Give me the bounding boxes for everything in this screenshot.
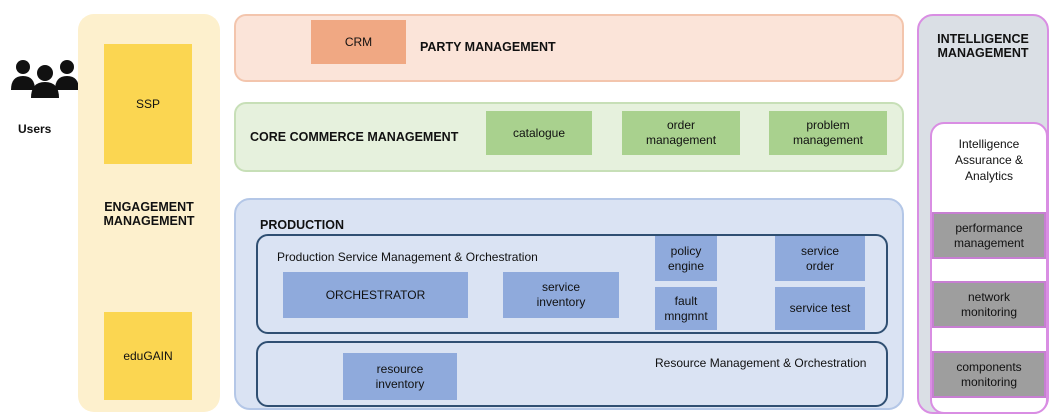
users-group-icon (10, 52, 82, 102)
policy-engine-label: policy engine (667, 243, 705, 273)
rmo-title: Resource Management & Orchestration (655, 356, 867, 370)
psmo-title: Production Service Management & Orchestr… (277, 250, 538, 264)
production-service-management-orchestration-panel (256, 234, 888, 334)
edugain-box[interactable]: eduGAIN (104, 312, 192, 400)
policy-engine-box[interactable]: policy engine (655, 236, 717, 281)
service-test-box[interactable]: service test (775, 287, 865, 330)
crm-box[interactable]: CRM (311, 20, 406, 64)
performance-management-box[interactable]: performance management (932, 212, 1046, 259)
party-management-title: PARTY MANAGEMENT (420, 40, 556, 54)
problem-management-box[interactable]: problem management (769, 111, 887, 155)
order-management-box[interactable]: order management (622, 111, 740, 155)
service-inventory-box[interactable]: service inventory (503, 272, 619, 318)
network-monitoring-box[interactable]: network monitoring (932, 281, 1046, 328)
components-monitoring-label: components monitoring (956, 359, 1022, 389)
service-order-label: service order (800, 243, 839, 273)
service-inventory-label: service inventory (536, 280, 586, 309)
resource-inventory-label: resource inventory (375, 361, 425, 391)
network-monitoring-label: network monitoring (960, 289, 1018, 319)
production-title: PRODUCTION (260, 218, 345, 232)
iaa-title: Intelligence Assurance & Analytics (930, 136, 1048, 184)
intelligence-management-title: INTELLIGENCE MANAGEMENT (937, 32, 1029, 60)
ssp-box[interactable]: SSP (104, 44, 192, 164)
fault-management-label: fault mngmnt (664, 293, 708, 323)
iaa-title-label: Intelligence Assurance & Analytics (954, 137, 1024, 183)
engagement-management-title: ENGAGEMENT MANAGEMENT (103, 200, 195, 228)
catalogue-box[interactable]: catalogue (486, 111, 592, 155)
components-monitoring-box[interactable]: components monitoring (932, 351, 1046, 398)
users-label: Users (18, 122, 52, 136)
resource-management-orchestration-panel (256, 341, 888, 407)
core-commerce-management-title: CORE COMMERCE MANAGEMENT (250, 130, 459, 144)
service-order-box[interactable]: service order (775, 236, 865, 281)
fault-management-box[interactable]: fault mngmnt (655, 287, 717, 330)
problem-management-label: problem management (792, 118, 864, 147)
orchestrator-box[interactable]: ORCHESTRATOR (283, 272, 468, 318)
performance-management-label: performance management (953, 220, 1025, 250)
resource-inventory-box[interactable]: resource inventory (343, 353, 457, 400)
order-management-label: order management (646, 118, 717, 147)
